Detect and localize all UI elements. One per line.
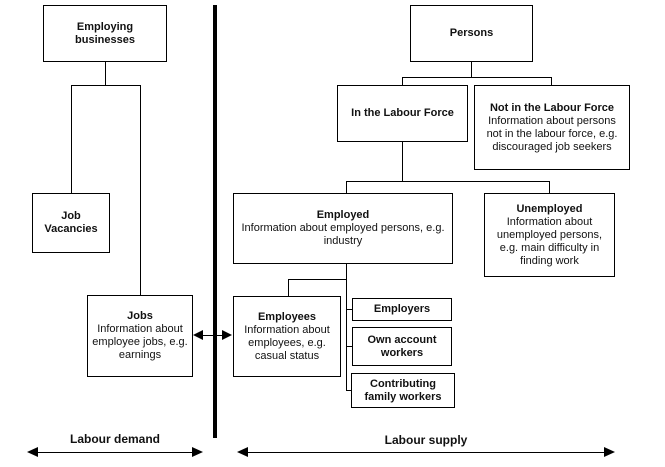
- box-jobs: Jobs Information about employee jobs, e.…: [87, 295, 193, 377]
- connector-line: [551, 77, 552, 85]
- connector-line: [288, 279, 289, 296]
- box-own-account-workers: Own account workers: [352, 327, 452, 366]
- labour-supply-label: Labour supply: [384, 433, 468, 447]
- box-title: In the Labour Force: [351, 107, 454, 119]
- labour-demand-label: Labour demand: [69, 432, 160, 446]
- box-job-vacancies: Job Vacancies: [32, 193, 110, 253]
- box-title: Persons: [449, 27, 494, 39]
- box-employed: Employed Information about employed pers…: [233, 193, 453, 264]
- box-persons: Persons: [410, 5, 533, 62]
- box-body: Information about persons not in the lab…: [486, 114, 618, 153]
- connector-line: [402, 142, 403, 181]
- connector-line: [471, 62, 472, 77]
- connector-line: [402, 77, 403, 85]
- arrow-right-icon: [604, 447, 615, 457]
- box-title: Own account workers: [367, 333, 437, 359]
- connector-line: [71, 85, 72, 193]
- box-title: Unemployed: [516, 202, 583, 215]
- jobs-employees-arrow-line: [197, 335, 227, 336]
- box-title: Contributing family workers: [364, 377, 442, 403]
- connector-line: [346, 309, 352, 310]
- arrow-left-icon: [237, 447, 248, 457]
- box-title: Employers: [373, 303, 431, 315]
- arrow-right-icon: [192, 447, 203, 457]
- connector-line: [346, 181, 550, 182]
- box-body: Information about unemployed persons, e.…: [496, 215, 603, 267]
- box-title: Not in the Labour Force: [489, 101, 615, 114]
- labour-supply-arrow-line: [245, 452, 607, 453]
- connector-line: [71, 85, 141, 86]
- arrow-right-icon: [222, 330, 232, 340]
- labour-demand-arrow-line: [35, 452, 195, 453]
- connector-line: [402, 77, 552, 78]
- connector-line: [346, 390, 352, 391]
- box-title: Employing businesses: [75, 20, 135, 46]
- connector-line: [346, 346, 352, 347]
- connector-line: [346, 264, 347, 391]
- box-title: Employed: [316, 209, 370, 221]
- connector-line: [346, 181, 347, 193]
- box-title: Employees: [257, 310, 317, 323]
- box-body: Information about employee jobs, e.g. ea…: [92, 323, 188, 361]
- box-body: Information about employees, e.g. casual…: [244, 323, 330, 362]
- box-title: Job Vacancies: [44, 210, 98, 235]
- box-title: Jobs: [127, 310, 153, 322]
- box-unemployed: Unemployed Information about unemployed …: [484, 193, 615, 277]
- box-body: Information about employed persons, e.g.…: [241, 222, 445, 247]
- box-contributing-family-workers: Contributing family workers: [351, 373, 455, 408]
- arrow-left-icon: [193, 330, 203, 340]
- connector-line: [105, 62, 106, 85]
- connector-line: [288, 279, 347, 280]
- box-employing-businesses: Employing businesses: [43, 5, 167, 62]
- box-in-labour-force: In the Labour Force: [337, 85, 468, 142]
- arrow-left-icon: [27, 447, 38, 457]
- connector-line: [549, 181, 550, 193]
- connector-line: [140, 85, 141, 295]
- box-employees: Employees Information about employees, e…: [233, 296, 341, 377]
- box-employers: Employers: [352, 298, 452, 321]
- box-not-in-labour-force: Not in the Labour Force Information abou…: [474, 85, 630, 170]
- divider-line: [213, 5, 217, 438]
